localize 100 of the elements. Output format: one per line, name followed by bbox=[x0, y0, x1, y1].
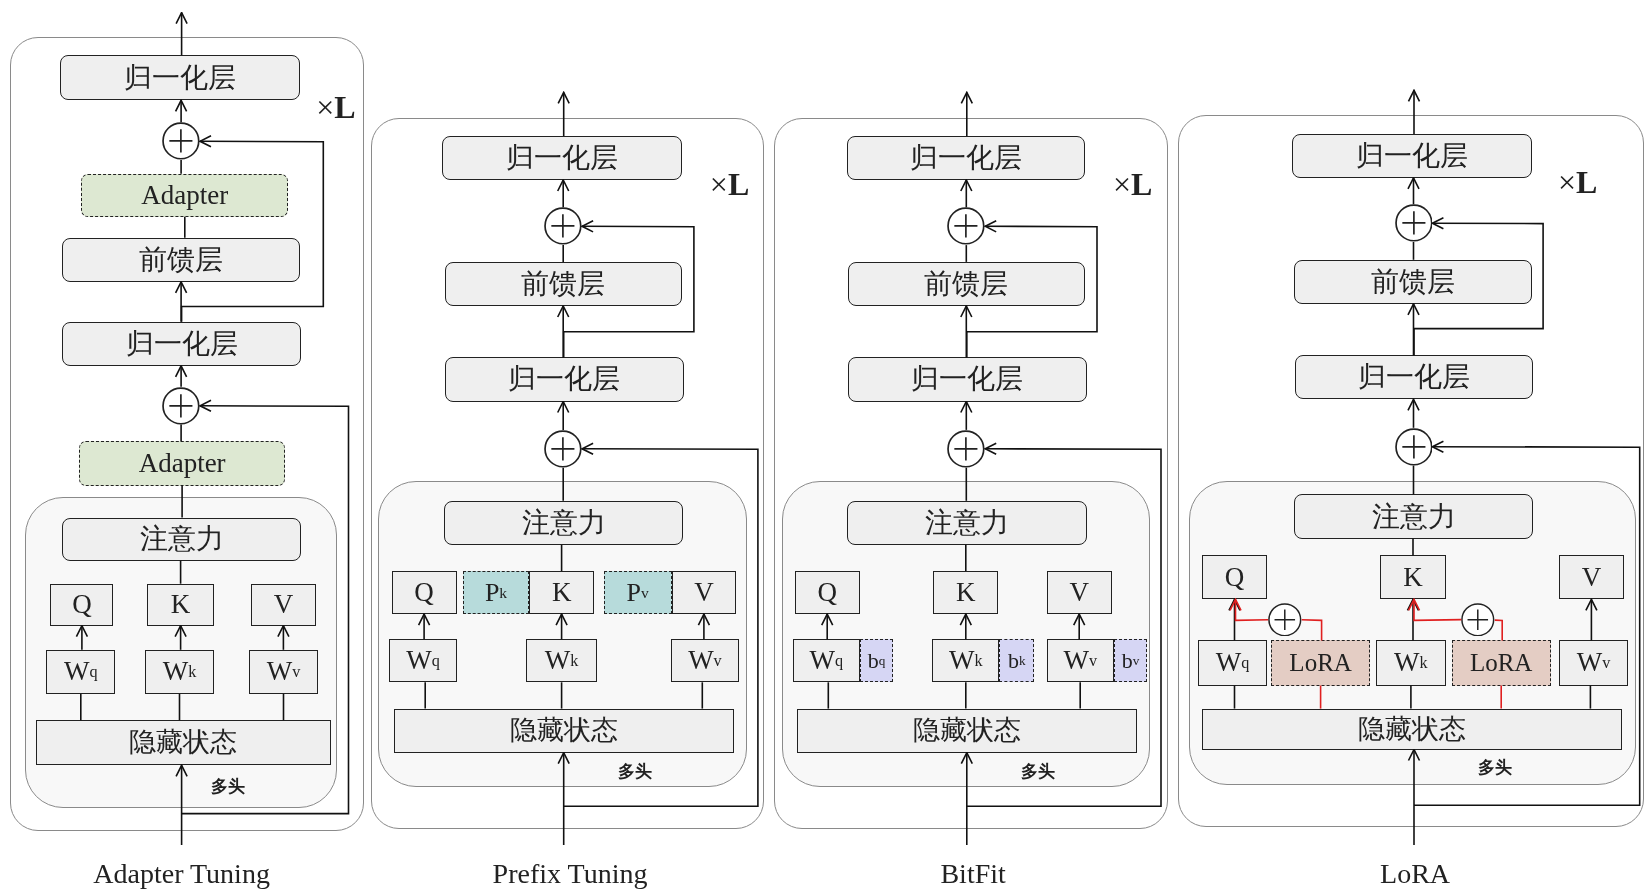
arrow bbox=[960, 751, 974, 846]
vector-box: V bbox=[1558, 555, 1624, 600]
arrow bbox=[175, 764, 188, 846]
sum-circle bbox=[544, 429, 583, 468]
connector-line bbox=[965, 466, 968, 502]
arrow bbox=[1228, 598, 1241, 642]
connector-line bbox=[1412, 241, 1415, 261]
connector-line bbox=[184, 216, 186, 239]
vector-box: V bbox=[250, 583, 316, 626]
connector-line bbox=[562, 244, 564, 263]
panel-label: 多头 bbox=[1021, 762, 1056, 780]
arrow bbox=[562, 220, 695, 359]
adapter-box: Adapter bbox=[79, 441, 285, 486]
arrow bbox=[75, 624, 89, 651]
layer-box: 前馈层 bbox=[847, 261, 1085, 306]
block-panel bbox=[773, 117, 1169, 830]
connector-line bbox=[560, 544, 563, 572]
arrow bbox=[959, 613, 973, 641]
vector-box: V bbox=[671, 571, 736, 615]
layer-box: 归一化层 bbox=[847, 357, 1087, 402]
vector-box: K bbox=[147, 583, 215, 626]
arrow bbox=[1072, 613, 1086, 641]
arrow bbox=[562, 442, 759, 807]
connector-line bbox=[1412, 464, 1415, 496]
hidden-state-box: 隐藏状态 bbox=[1202, 708, 1622, 750]
connector-line bbox=[1500, 684, 1502, 710]
arrow bbox=[556, 179, 570, 209]
connector-line bbox=[1410, 684, 1412, 710]
connector-line bbox=[965, 681, 967, 710]
connector-line bbox=[80, 693, 82, 721]
arrow bbox=[966, 220, 1098, 359]
connector-line bbox=[1589, 684, 1592, 710]
connector-line bbox=[180, 423, 182, 443]
adapter-box: Adapter bbox=[81, 173, 289, 217]
connector-line bbox=[827, 681, 830, 710]
panel-caption: LoRA bbox=[1380, 860, 1451, 889]
arrow bbox=[1407, 89, 1421, 135]
sum-circle bbox=[947, 429, 986, 468]
arrow bbox=[1406, 598, 1420, 642]
hidden-state-box: 隐藏状态 bbox=[796, 708, 1137, 753]
layer-box: 注意力 bbox=[847, 500, 1087, 545]
sum-circle bbox=[162, 122, 200, 161]
arrow bbox=[277, 624, 290, 651]
repeat-label: ×L bbox=[709, 167, 750, 200]
arrow bbox=[417, 613, 431, 641]
multi-head-panel bbox=[24, 497, 338, 808]
layer-box: 归一化层 bbox=[60, 55, 300, 101]
sum-circle bbox=[1394, 204, 1433, 242]
connector-line bbox=[562, 466, 564, 502]
layer-box: 注意力 bbox=[444, 500, 684, 545]
multi-head-panel bbox=[378, 481, 747, 787]
arrow bbox=[174, 624, 187, 651]
panel-label: 多头 bbox=[210, 777, 245, 795]
repeat-label: ×L bbox=[316, 91, 356, 124]
connector-line bbox=[424, 681, 426, 710]
sum-circle bbox=[544, 207, 583, 246]
layer-box: 归一化层 bbox=[442, 135, 682, 181]
vector-box: Q bbox=[1202, 555, 1268, 600]
arrow bbox=[1229, 598, 1269, 622]
sum-circle bbox=[1394, 427, 1433, 466]
panel-label: 多头 bbox=[1477, 758, 1512, 776]
connector-line bbox=[1412, 537, 1414, 557]
layer-box: 归一化层 bbox=[846, 135, 1085, 181]
panel-caption: Adapter Tuning bbox=[93, 860, 270, 889]
arrow bbox=[966, 442, 1162, 807]
sum-circle bbox=[162, 386, 200, 425]
vector-box: Q bbox=[50, 583, 114, 626]
panel-caption: BitFit bbox=[940, 860, 1006, 889]
connector-line bbox=[180, 159, 182, 175]
arrow bbox=[1407, 177, 1420, 205]
sum-circle bbox=[947, 207, 986, 246]
connector-line bbox=[1319, 684, 1322, 710]
panel-label: 多头 bbox=[618, 762, 653, 780]
sum-circle bbox=[1268, 602, 1302, 637]
arrow bbox=[820, 613, 834, 641]
layer-box: 前馈层 bbox=[62, 237, 300, 282]
arrow bbox=[175, 11, 188, 56]
arrow bbox=[1413, 440, 1641, 806]
connector-line bbox=[701, 681, 704, 710]
arrow bbox=[1407, 748, 1421, 846]
arrow bbox=[1585, 598, 1598, 642]
connector-line bbox=[282, 693, 285, 721]
lora-box: LoRA bbox=[1451, 640, 1551, 686]
arrow bbox=[557, 91, 570, 137]
arrow bbox=[555, 613, 568, 641]
multi-head-panel bbox=[1188, 481, 1637, 785]
layer-box: 注意力 bbox=[1294, 494, 1533, 539]
arrow bbox=[180, 135, 325, 323]
repeat-label: ×L bbox=[1113, 167, 1153, 200]
vector-box: K bbox=[529, 571, 595, 615]
hidden-state-box: 隐藏状态 bbox=[35, 720, 331, 766]
connector-line bbox=[965, 244, 968, 263]
connector-line bbox=[1233, 684, 1236, 710]
arrow bbox=[174, 281, 188, 323]
layer-box: 归一化层 bbox=[62, 321, 301, 366]
vector-box: Q bbox=[794, 571, 860, 615]
hidden-state-box: 隐藏状态 bbox=[393, 708, 734, 753]
layer-box: 前馈层 bbox=[1293, 259, 1533, 304]
connector-line bbox=[181, 484, 183, 519]
panel-caption: Prefix Tuning bbox=[492, 860, 648, 889]
